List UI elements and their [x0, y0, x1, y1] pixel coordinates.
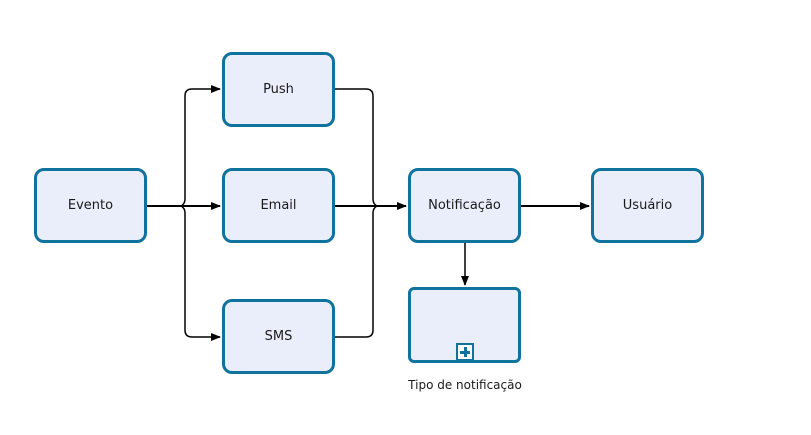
node-sms[interactable]: SMS — [222, 299, 335, 374]
edge-evento-push — [180, 85, 221, 207]
edge-push-notificacao — [335, 88, 378, 207]
node-sms-label: SMS — [264, 329, 293, 344]
node-push[interactable]: Push — [222, 52, 335, 127]
node-notificacao[interactable]: Notificação — [408, 168, 521, 243]
node-evento[interactable]: Evento — [34, 168, 147, 243]
node-push-label: Push — [263, 82, 294, 97]
edge-sms-notificacao — [335, 205, 378, 338]
plus-icon[interactable] — [456, 343, 474, 361]
subprocess-tipo-notificacao[interactable] — [408, 287, 521, 363]
node-usuario-label: Usuário — [622, 198, 673, 213]
edge-evento-sms — [180, 205, 221, 341]
node-email-label: Email — [260, 198, 297, 213]
node-usuario[interactable]: Usuário — [591, 168, 704, 243]
node-evento-label: Evento — [67, 198, 114, 213]
subprocess-caption: Tipo de notificação — [408, 378, 522, 392]
node-email[interactable]: Email — [222, 168, 335, 243]
node-notificacao-label: Notificação — [428, 198, 501, 213]
